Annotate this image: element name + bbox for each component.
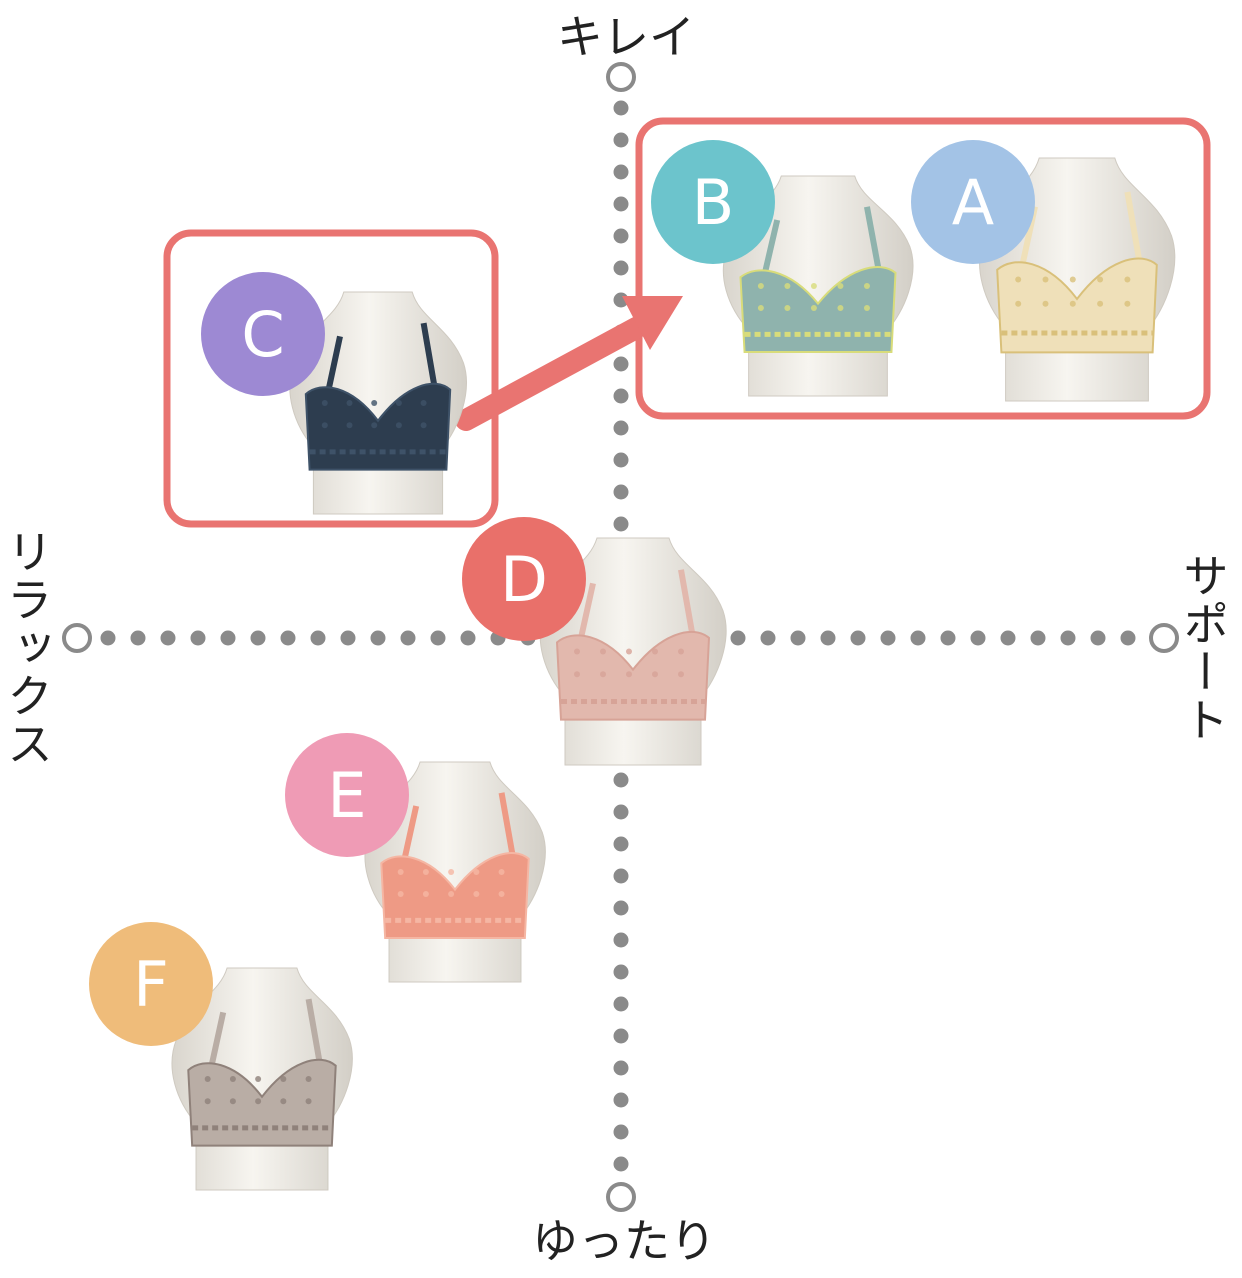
badge-a: A	[911, 140, 1035, 264]
badge-f: F	[89, 922, 213, 1046]
badge-b: B	[651, 140, 775, 264]
highlight-box-ab	[635, 117, 1211, 420]
badge-c: C	[201, 272, 325, 396]
axis-label-right: サポート	[1176, 552, 1230, 744]
upgrade-arrow	[455, 296, 683, 431]
product-c	[289, 291, 467, 515]
axis-right-endpoint	[1149, 623, 1179, 653]
product-d	[539, 537, 727, 766]
product-layer	[171, 157, 1176, 1191]
axis-label-bottom: ゆったり	[532, 1214, 716, 1268]
axis-label-top: キレイ	[557, 10, 695, 64]
badge-d: D	[462, 517, 586, 641]
highlight-box-c	[163, 229, 499, 528]
badge-e: E	[285, 733, 409, 857]
axis-label-left: リラックス	[0, 528, 54, 768]
axis-bottom-endpoint	[606, 1182, 636, 1212]
product-b	[722, 175, 914, 397]
axis-left-endpoint	[62, 623, 92, 653]
axis-top-endpoint	[606, 62, 636, 92]
vertical-axis	[606, 62, 636, 1212]
